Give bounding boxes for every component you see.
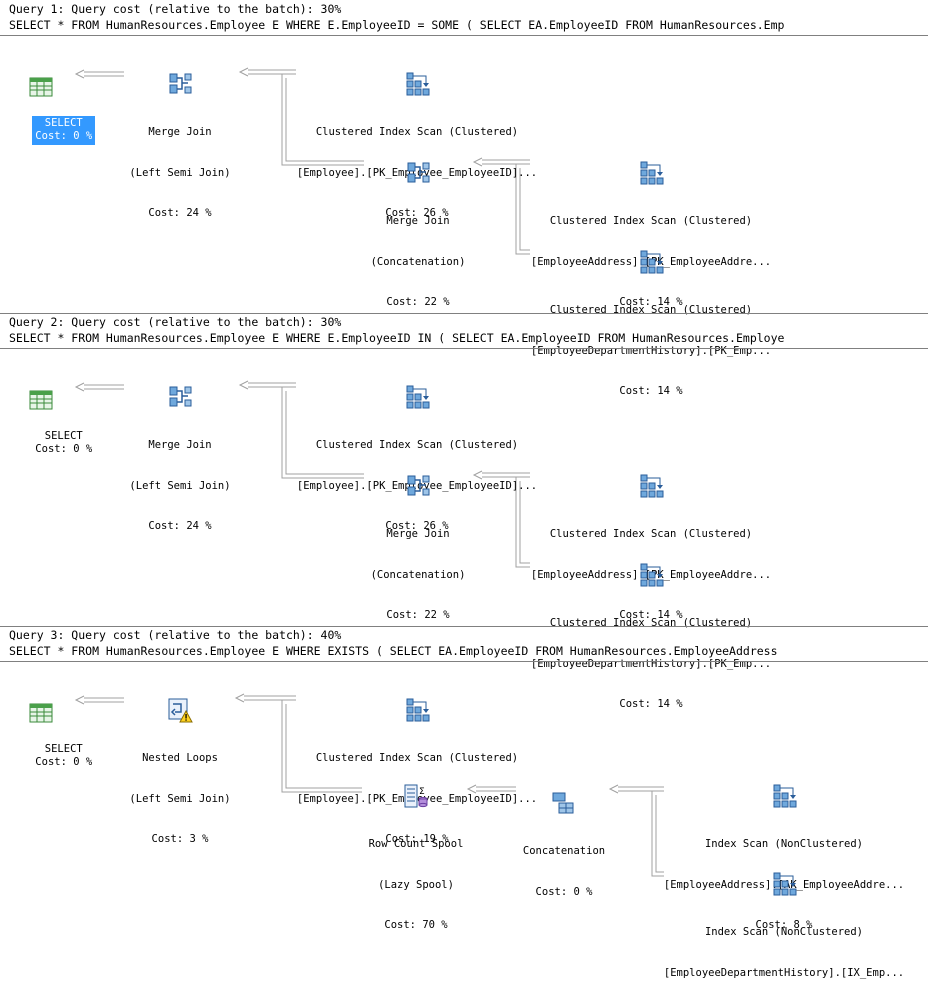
node-object: [EmployeeDepartmentHistory].[PK_Emp... [530, 344, 772, 357]
node-cost: Cost: 14 % [619, 385, 683, 397]
plan-node-nested-loops[interactable]: Nested Loops (Left Semi Join) Cost: 3 % [120, 670, 240, 874]
node-title: Clustered Index Scan (Clustered) [315, 439, 519, 451]
clustered-index-scan-icon [638, 562, 664, 588]
clustered-index-scan-icon [404, 697, 430, 723]
concatenation-icon [551, 790, 577, 816]
clustered-index-scan-icon [638, 473, 664, 499]
node-title: Merge Join [148, 439, 212, 451]
connector-arrow [244, 69, 296, 75]
plan-connectors [74, 67, 530, 255]
node-object: [Employee].[PK_Employee_EmployeeID]... [296, 166, 538, 179]
clustered-index-scan-icon [638, 160, 664, 186]
node-cost: Cost: 14 % [619, 609, 683, 621]
plan-connectors [74, 693, 664, 877]
query-separator [0, 626, 928, 627]
node-cost: Cost: 14 % [619, 698, 683, 710]
node-subtitle: (Concatenation) [370, 255, 466, 268]
clustered-index-scan-icon [404, 384, 430, 410]
connector-arrow [478, 159, 530, 165]
plan-node-merge-join-concatenation[interactable]: Merge Join (Concatenation) Cost: 22 % [358, 133, 478, 337]
index-scan-icon [771, 871, 797, 897]
plan-node-row-count-spool[interactable]: Row Count Spool (Lazy Spool) Cost: 70 % [356, 756, 476, 960]
plan-node-clustered-index-scan-employee[interactable]: Clustered Index Scan (Clustered) [Employ… [292, 44, 542, 248]
node-cost: Cost: 22 % [386, 609, 450, 621]
node-object: [Employee].[PK_Employee_EmployeeID]... [296, 479, 538, 492]
node-cost: Cost: 19 % [385, 833, 449, 845]
clustered-index-scan-icon [404, 71, 430, 97]
node-title: Row Count Spool [368, 838, 464, 850]
query-cost-title: Query 3: Query cost (relative to the bat… [9, 628, 342, 642]
index-scan-icon [771, 783, 797, 809]
node-cost: Cost: 3 % [151, 833, 209, 845]
node-title: Clustered Index Scan (Clustered) [549, 528, 753, 540]
select-table-icon [28, 387, 54, 413]
plan-connectors [74, 380, 530, 568]
header-divider [0, 35, 928, 36]
node-object: [EmployeeDepartmentHistory].[IX_Emp... [663, 966, 905, 979]
node-subtitle: (Left Semi Join) [129, 792, 231, 805]
node-subtitle: (Left Semi Join) [129, 166, 231, 179]
node-title: Clustered Index Scan (Clustered) [549, 215, 753, 227]
node-cost: Cost: 22 % [386, 296, 450, 308]
plan-node-merge-join-concatenation[interactable]: Merge Join (Concatenation) Cost: 22 % [358, 446, 478, 650]
node-subtitle: (Lazy Spool) [378, 878, 454, 891]
node-cost: Cost: 0 % [535, 885, 593, 898]
node-title: Concatenation [522, 845, 606, 857]
node-cost: Cost: 24 % [148, 207, 212, 219]
query-header: Query 3: Query cost (relative to the bat… [0, 626, 928, 660]
node-cost: Cost: 26 % [385, 520, 449, 532]
header-divider [0, 661, 928, 662]
merge-join-icon [405, 473, 431, 499]
header-divider [0, 348, 928, 349]
node-subtitle: (Left Semi Join) [129, 479, 231, 492]
node-title: Merge Join [148, 126, 212, 138]
query-sql-text: SELECT * FROM HumanResources.Employee E … [9, 18, 785, 32]
clustered-index-scan-icon [638, 249, 664, 275]
node-title: Merge Join [386, 215, 450, 227]
query-plan-3: Query 3: Query cost (relative to the bat… [0, 626, 928, 979]
node-title: Index Scan (NonClustered) [704, 926, 864, 938]
connector-arrow [515, 164, 530, 255]
node-object: [EmployeeDepartmentHistory].[PK_Emp... [530, 657, 772, 670]
query-plan-1: Query 1: Query cost (relative to the bat… [0, 0, 928, 397]
merge-join-icon [167, 71, 193, 97]
select-table-icon [28, 700, 54, 726]
merge-join-icon [167, 384, 193, 410]
query-header: Query 2: Query cost (relative to the bat… [0, 313, 928, 347]
query-cost-title: Query 2: Query cost (relative to the bat… [9, 315, 342, 329]
query-sql-text: SELECT * FROM HumanResources.Employee E … [9, 331, 785, 345]
row-count-spool-icon [403, 783, 429, 809]
plan-node-merge-join-left-semi[interactable]: Merge Join (Left Semi Join) Cost: 24 % [120, 44, 240, 248]
query-plan-2: Query 2: Query cost (relative to the bat… [0, 313, 928, 710]
plan-node-merge-join-left-semi[interactable]: Merge Join (Left Semi Join) Cost: 24 % [120, 357, 240, 561]
query-sql-text: SELECT * FROM HumanResources.Employee E … [9, 644, 778, 658]
node-cost: Cost: 26 % [385, 207, 449, 219]
connector-arrow [281, 74, 364, 166]
query-cost-title: Query 1: Query cost (relative to the bat… [9, 2, 342, 16]
connector-arrow [80, 71, 124, 77]
select-table-icon [28, 74, 54, 100]
node-title: Nested Loops [142, 752, 218, 764]
node-cost: Cost: 70 % [384, 919, 448, 931]
node-subtitle: (Concatenation) [370, 568, 466, 581]
node-title: Clustered Index Scan (Clustered) [315, 126, 519, 138]
merge-join-icon [405, 160, 431, 186]
plan-node-clustered-index-scan-employee[interactable]: Clustered Index Scan (Clustered) [Employ… [292, 357, 542, 561]
node-cost: Cost: 14 % [619, 296, 683, 308]
query-header: Query 1: Query cost (relative to the bat… [0, 0, 928, 34]
node-title: Clustered Index Scan (Clustered) [315, 752, 519, 764]
node-title: Index Scan (NonClustered) [704, 838, 864, 850]
nested-loops-warning-icon [167, 697, 193, 723]
query-separator [0, 313, 928, 314]
node-title: Merge Join [386, 528, 450, 540]
plan-node-index-scan-edh[interactable]: Index Scan (NonClustered) [EmployeeDepar… [662, 844, 906, 1007]
node-cost: Cost: 24 % [148, 520, 212, 532]
plan-node-concatenation[interactable]: Concatenation Cost: 0 % [508, 763, 620, 926]
